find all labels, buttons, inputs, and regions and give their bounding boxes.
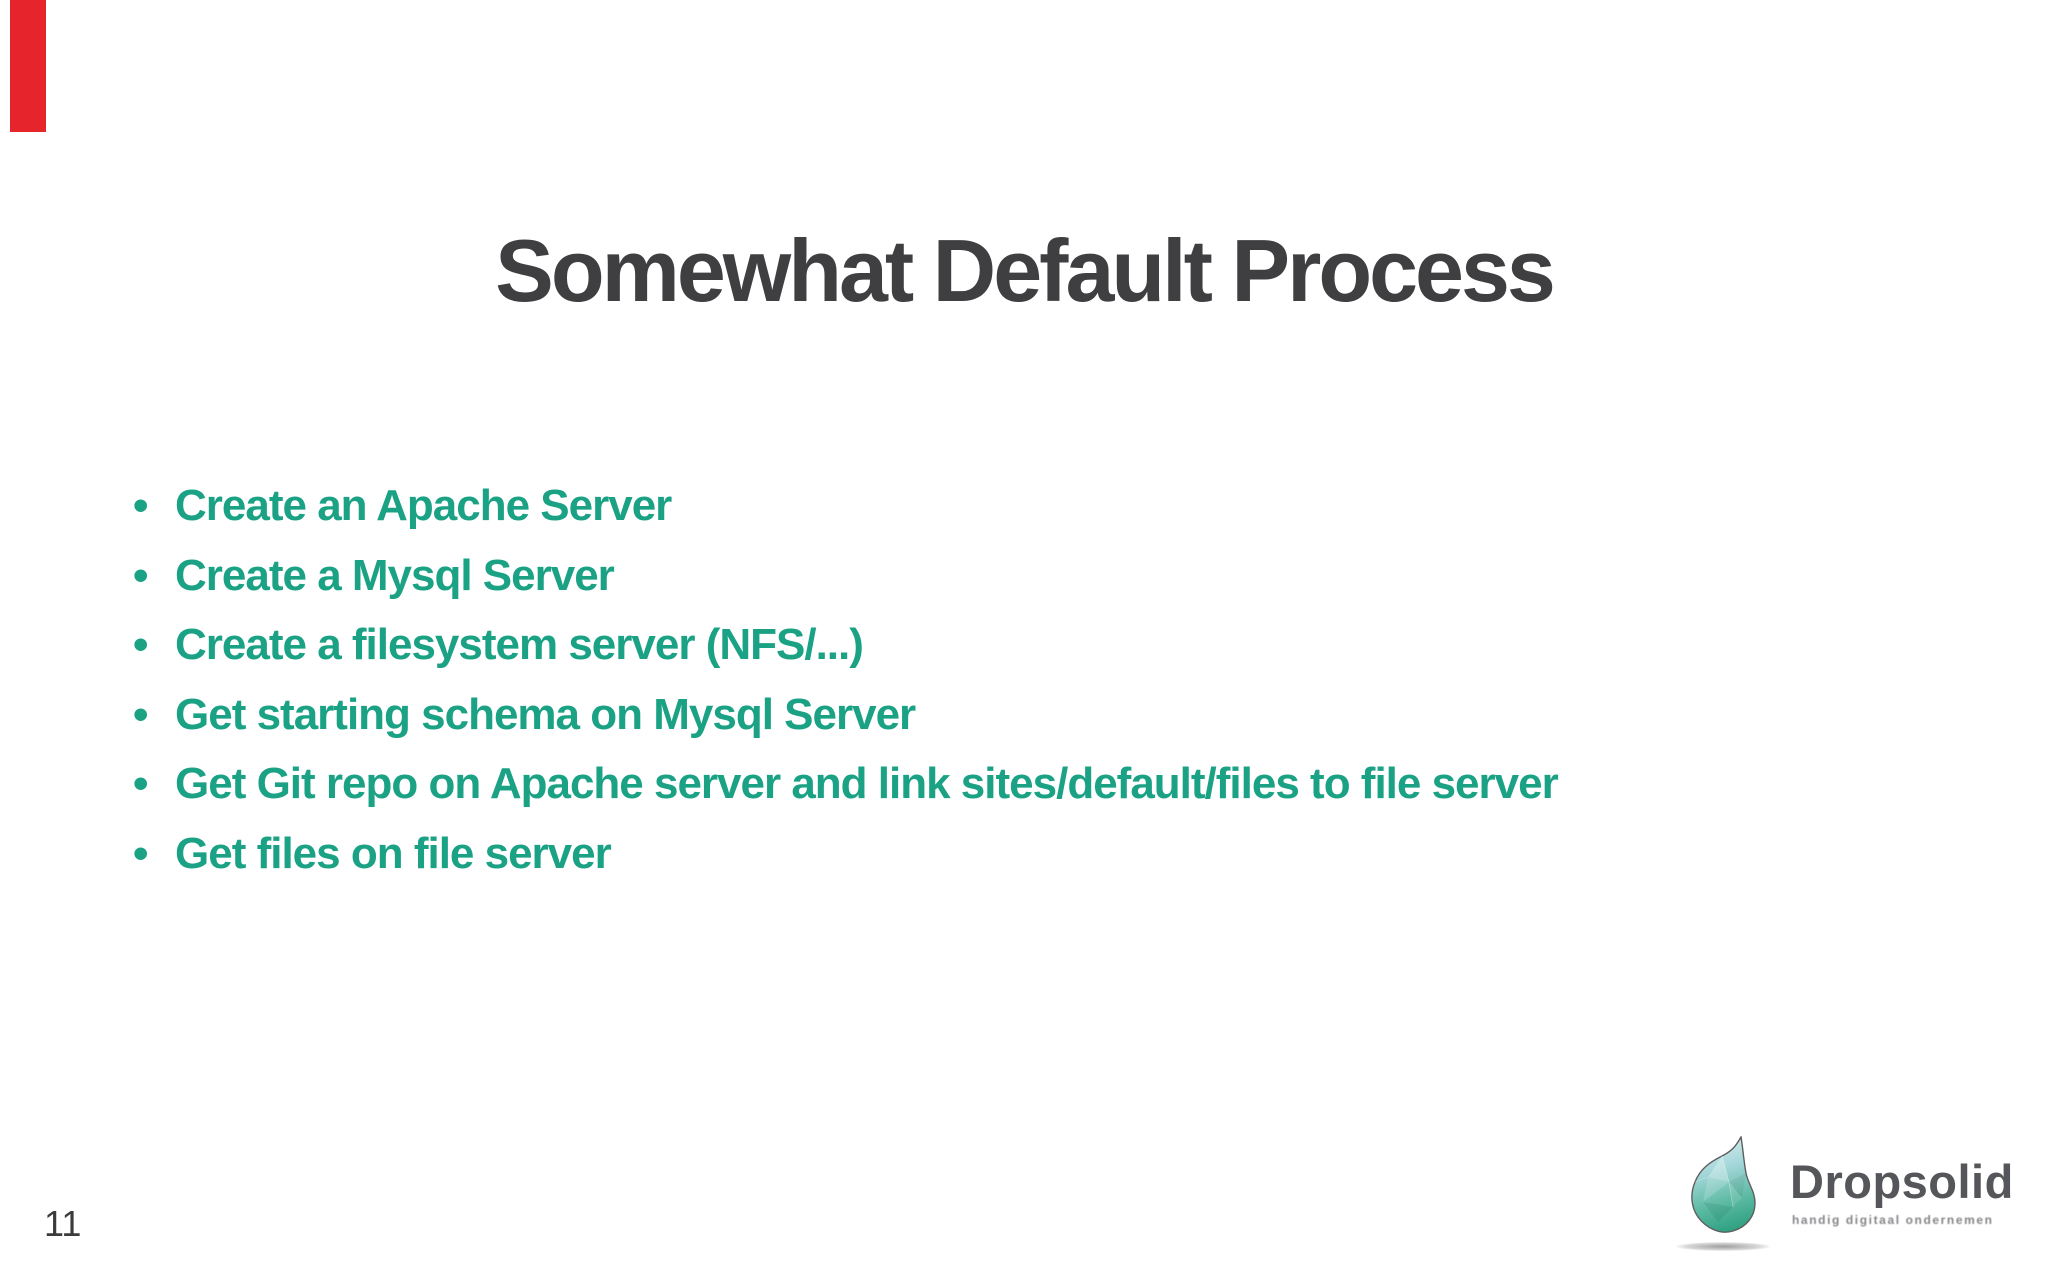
bullet-icon: • (133, 689, 148, 739)
list-item: • Get files on file server (133, 819, 1558, 889)
bullet-icon: • (133, 828, 148, 878)
water-drop-icon (1691, 1136, 1756, 1233)
bullet-list: • Create an Apache Server • Create a Mysql… (133, 471, 1559, 889)
list-item-text: Create an Apache Server (175, 481, 672, 530)
list-item-text: Get Git repo on Apache server and link s… (175, 759, 1559, 808)
list-item: • Create a filesystem server (NFS/...) (133, 610, 1558, 680)
logo-wordmark: Dropsolid (1790, 1155, 2014, 1208)
list-item-text: Create a Mysql Server (175, 550, 615, 600)
page-title: Somewhat Default Process (495, 220, 1556, 320)
dropsolid-logo: Dropsolid handig digitaal ondernemen (1670, 1130, 2030, 1270)
list-item: • Create a Mysql Server (133, 541, 1558, 611)
list-item: • Get Git repo on Apache server and link … (133, 749, 1559, 819)
bullet-icon: • (133, 620, 148, 669)
list-item-text: Get starting schema on Mysql Server (175, 689, 916, 739)
bullet-icon: • (133, 759, 148, 808)
logo-tagline: handig digitaal ondernemen (1792, 1213, 1994, 1227)
logo-shadow (1676, 1242, 1770, 1251)
bullet-icon: • (133, 481, 148, 530)
page-number: 11 (44, 1203, 82, 1244)
list-item: • Create an Apache Server (133, 471, 1558, 541)
list-item-text: Get files on file server (175, 828, 612, 878)
bullet-icon: • (133, 550, 148, 600)
red-accent-bar (10, 0, 46, 132)
list-item-text: Create a filesystem server (NFS/...) (175, 620, 864, 669)
list-item: • Get starting schema on Mysql Server (133, 680, 1558, 750)
